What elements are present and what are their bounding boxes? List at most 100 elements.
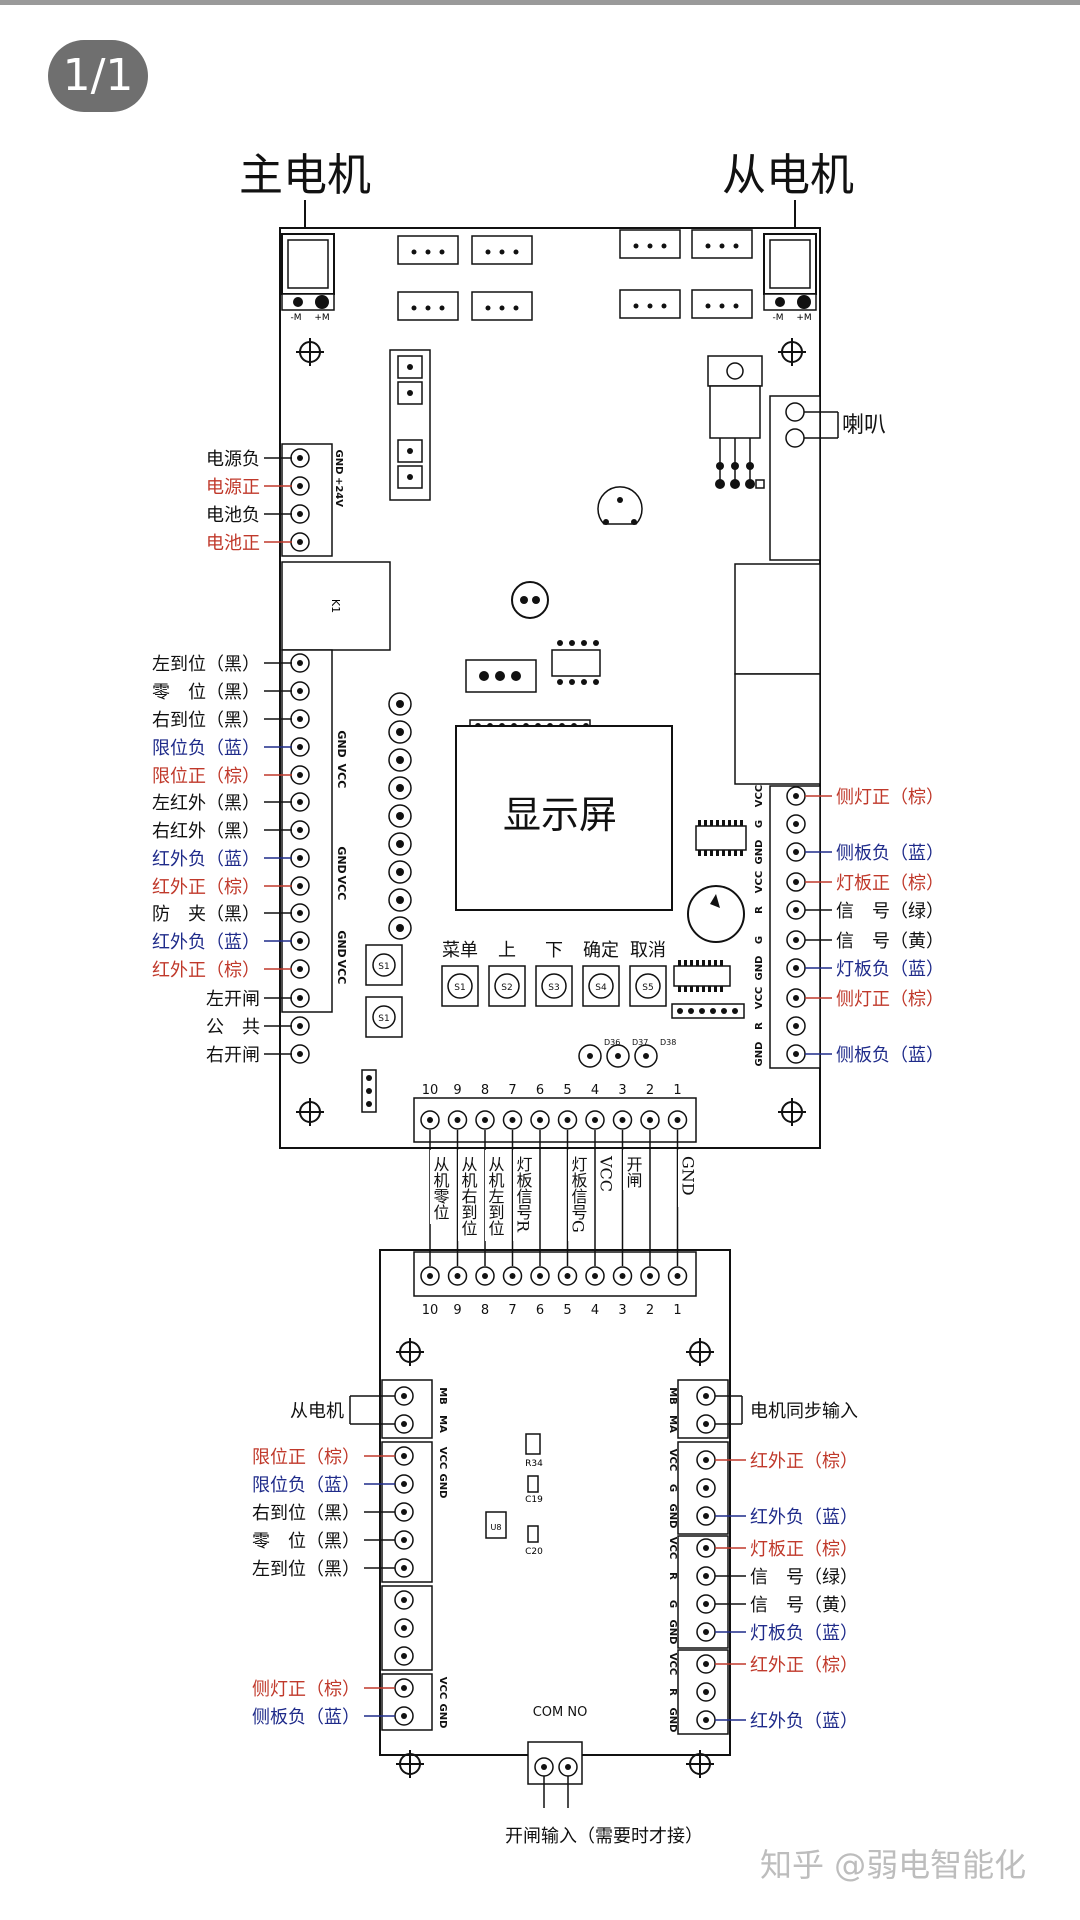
main-left-label: 红外正（棕） <box>152 877 260 898</box>
connector-bottom-number: 7 <box>508 1303 516 1318</box>
side-button-cap[interactable] <box>372 953 396 977</box>
main-right-pin-label: G <box>754 936 765 944</box>
top-bar <box>0 0 1080 5</box>
connector-bottom-number: 8 <box>481 1303 489 1318</box>
main-right-screw-center <box>793 907 799 913</box>
connector-bottom-screw-center <box>674 1273 681 1279</box>
main-left-pin-label: GND <box>335 730 348 757</box>
main-left-label: 公 共 <box>206 1017 260 1038</box>
sub-right-pin-label: G <box>667 1484 678 1492</box>
page-indicator: 1/1 <box>48 40 148 112</box>
ic-pin <box>728 820 731 826</box>
main-right-screw-center <box>793 849 799 855</box>
connector-bottom-number: 1 <box>673 1303 681 1318</box>
connector-bottom-number: 10 <box>422 1303 439 1318</box>
sub-left-pin-label: MB <box>437 1387 448 1405</box>
main-right-label: 侧板负（蓝） <box>836 1045 944 1066</box>
dip-pin <box>678 986 681 992</box>
header-pin <box>732 1008 738 1014</box>
round-pad-center <box>396 784 404 792</box>
connector-bottom-screw-center <box>537 1273 543 1279</box>
pin-header-dots <box>411 243 739 311</box>
main-left-screw-center <box>297 855 303 861</box>
ic-pin <box>734 850 737 856</box>
button-cap[interactable] <box>588 973 614 999</box>
ic-pin <box>698 850 701 856</box>
main-motor-minus: -M <box>290 313 301 323</box>
main-right-screw-center <box>793 937 799 943</box>
main-left-screw-center <box>297 716 303 722</box>
wire-label-bg <box>678 1150 698 1207</box>
sub-right-pin-label: MA <box>667 1415 678 1433</box>
connector-bottom-number: 9 <box>453 1303 461 1318</box>
sub-left-label: 限位正（棕） <box>252 1447 360 1468</box>
button-cap[interactable] <box>541 973 567 999</box>
sub-left-screw-center <box>401 1625 407 1631</box>
round-pad-center <box>396 924 404 932</box>
side-button[interactable]: S1 <box>365 944 403 986</box>
main-left-label: 红外正（棕） <box>152 960 260 981</box>
button-cap[interactable] <box>494 973 520 999</box>
ic-pin <box>734 820 737 826</box>
connector-bottom-number: 6 <box>536 1303 544 1318</box>
gate-input-label: 开闸输入（需要时才接） <box>505 1826 703 1847</box>
power-pin-label: +24V <box>333 477 344 507</box>
comp-r34: R34 <box>525 1459 543 1469</box>
power-pin-label: GND <box>333 450 344 475</box>
connector-bottom-screw-center <box>564 1273 571 1279</box>
sub-left-label: 侧灯正（棕） <box>252 1679 360 1700</box>
button-label: 下 <box>545 940 563 961</box>
button-id: S2 <box>501 983 512 993</box>
main-left-label: 限位负（蓝） <box>152 738 260 759</box>
sub-left-pin-label: GND <box>437 1704 448 1729</box>
connector-top-screw-center <box>509 1117 516 1123</box>
button-cap[interactable] <box>447 973 473 999</box>
connector-bottom-screw-center <box>482 1273 488 1279</box>
button-s2[interactable]: 上S2 <box>488 940 526 1007</box>
main-right-pin-label: VCC <box>754 785 765 807</box>
button-id: S4 <box>595 983 607 993</box>
main-left-label: 左开闸 <box>206 989 260 1010</box>
main-right-pin-label: GND <box>754 956 765 981</box>
round-pad-center <box>396 700 404 708</box>
main-left-pin-label: GND <box>335 930 348 957</box>
main-left-screw-center <box>297 799 303 805</box>
button-cap[interactable] <box>635 973 661 999</box>
sub-left-screw-center <box>401 1421 407 1427</box>
ic-pin <box>722 850 725 856</box>
sub-left-screw-center <box>401 1685 407 1691</box>
main-right-screw-center <box>793 793 799 799</box>
main-motor-plus: +M <box>314 313 329 323</box>
comp-c19: C19 <box>525 1495 543 1505</box>
main-right-label: 信 号（黄） <box>836 931 944 952</box>
main-left-label: 左红外（黑） <box>152 793 260 814</box>
side-button-cap[interactable] <box>372 1005 396 1029</box>
led-label: D36 <box>604 1038 620 1047</box>
pad-column <box>388 692 412 940</box>
sub-left-screw-center <box>401 1453 407 1459</box>
header-pin <box>688 1008 694 1014</box>
sub-right-screw-center <box>703 1485 709 1491</box>
main-left-screw-center <box>297 827 303 833</box>
led-center <box>587 1053 593 1059</box>
main-left-pin-label: VCC <box>335 876 348 901</box>
comp-u8: U8 <box>491 1523 502 1532</box>
main-right-pin-label: R <box>754 906 765 914</box>
side-button[interactable]: S1 <box>365 996 403 1038</box>
sub-left-pin-label: MA <box>437 1415 448 1433</box>
dip-pin <box>690 960 693 966</box>
wire-label-bg <box>430 1150 450 1224</box>
dip-pin <box>684 960 687 966</box>
connector-bottom-number: 3 <box>618 1303 626 1318</box>
round-pad-center <box>396 896 404 904</box>
main-right-screw-center <box>793 821 799 827</box>
ic-pin <box>710 820 713 826</box>
watermark: 知乎 @弱电智能化 <box>760 1846 1027 1884</box>
button-s3[interactable]: 下S3 <box>535 940 573 1007</box>
sub-board <box>379 1249 731 1756</box>
main-left-label: 红外负（蓝） <box>152 849 260 870</box>
